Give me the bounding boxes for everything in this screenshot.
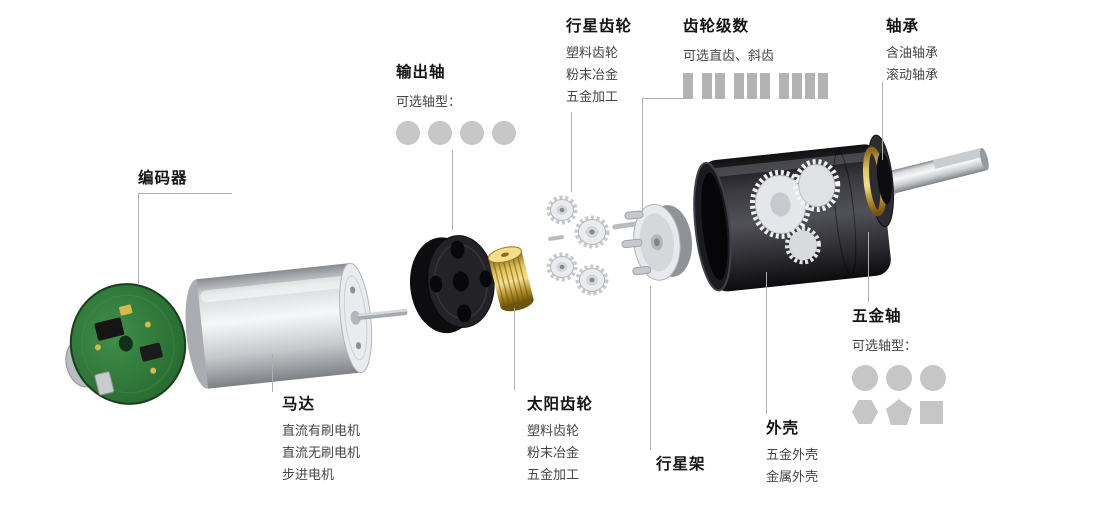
sun-gear-option-2: 粉末冶金 (527, 446, 580, 461)
bearing-title: 轴承 (886, 17, 920, 35)
label-sun-gear: 太阳齿轮 塑料齿轮 粉末冶金 五金加工 (527, 392, 593, 487)
sun-gear-part (487, 246, 534, 312)
shaft-type-circle-icon (886, 365, 912, 391)
planet-carrier-part (621, 203, 693, 281)
leader-bearing-drop (882, 82, 883, 160)
output-shaft-part (885, 147, 989, 196)
gear-stage-4-icon (779, 73, 828, 99)
leader-metal-shaft-rise (868, 232, 869, 302)
planet-gear-option-3: 五金加工 (566, 90, 619, 105)
housing-title: 外壳 (766, 419, 800, 437)
shaft-type-circle-icon (920, 365, 946, 391)
metal-shaft-subtitle: 可选轴型： (852, 339, 918, 354)
gear-stage-2-icon (702, 73, 725, 99)
leader-motor-rise (272, 354, 273, 392)
leader-planet-gear-drop (571, 112, 572, 192)
planet-gear-option-2: 粉末冶金 (566, 68, 619, 83)
output-shaft-subtitle: 可选轴型： (396, 95, 462, 110)
bearing-option-2: 滚动轴承 (886, 68, 939, 83)
planet-gear-4 (575, 264, 609, 296)
gear-stage-icons (683, 73, 828, 99)
label-gear-stages: 齿轮级数 可选直齿、斜齿 (683, 14, 828, 99)
internal-ring-gears (749, 159, 841, 265)
label-encoder: 编码器 (138, 166, 188, 188)
leader-housing-rise (766, 272, 767, 414)
planet-gear-2 (574, 215, 610, 249)
encoder-pcb-part (65, 283, 187, 405)
leader-gear-stages-elbow (642, 98, 686, 99)
planet-gear-title: 行星齿轮 (566, 17, 633, 35)
metal-shaft-type-icons-row2 (852, 399, 946, 425)
sun-gear-option-3: 五金加工 (527, 468, 580, 483)
leader-sun-gear-rise (514, 308, 515, 390)
motor-body-part (185, 262, 408, 389)
motor-option-3: 步进电机 (282, 468, 335, 483)
shaft-type-square-icon (920, 400, 943, 424)
gear-stage-1-icon (683, 73, 693, 99)
housing-option-1: 五金外壳 (766, 448, 819, 463)
leader-encoder-drop (138, 193, 139, 285)
shaft-type-circle-icon (428, 121, 452, 145)
bearing-option-1: 含油轴承 (886, 46, 939, 61)
planet-gear-3 (546, 252, 578, 282)
shaft-type-circle-icon (396, 121, 420, 145)
shaft-type-circle-icon (492, 121, 516, 145)
label-planet-gear: 行星齿轮 塑料齿轮 粉末冶金 五金加工 (566, 14, 632, 109)
shaft-type-hexagon-icon (852, 400, 878, 424)
leader-encoder-underline (138, 193, 232, 194)
sun-gear-title: 太阳齿轮 (527, 395, 594, 413)
gear-axle-pin-1 (548, 235, 564, 241)
planet-gears-part (546, 195, 638, 296)
shaft-type-pentagon-icon (886, 399, 912, 425)
label-metal-shaft: 五金轴 可选轴型： (852, 304, 946, 425)
metal-shaft-title: 五金轴 (852, 307, 902, 325)
encoder-title: 编码器 (138, 169, 188, 187)
label-bearing: 轴承 含油轴承 滚动轴承 (886, 14, 938, 87)
output-shaft-type-icons (396, 121, 516, 145)
shaft-type-circle-icon (460, 121, 484, 145)
label-planet-carrier: 行星架 (656, 452, 706, 474)
gear-stage-3-icon (734, 73, 770, 99)
planet-carrier-title: 行星架 (656, 455, 706, 473)
planet-gear-1 (546, 195, 578, 225)
gear-stages-subtitle: 可选直齿、斜齿 (683, 49, 775, 64)
label-housing: 外壳 五金外壳 金属外壳 (766, 416, 818, 489)
motor-title: 马达 (282, 395, 316, 413)
gear-stages-title: 齿轮级数 (683, 17, 750, 35)
shaft-type-circle-icon (852, 365, 878, 391)
housing-option-2: 金属外壳 (766, 470, 819, 485)
planet-gear-option-1: 塑料齿轮 (566, 46, 619, 61)
motor-option-2: 直流无刷电机 (282, 446, 361, 461)
output-shaft-title: 输出轴 (396, 63, 446, 81)
leader-output-shaft-drop (452, 150, 453, 230)
end-cap-part (409, 235, 495, 334)
metal-shaft-type-icons-row1 (852, 365, 946, 391)
sun-gear-option-1: 塑料齿轮 (527, 424, 580, 439)
label-output-shaft: 输出轴 可选轴型： (396, 60, 516, 145)
leader-gear-stages-drop (642, 98, 643, 216)
label-motor: 马达 直流有刷电机 直流无刷电机 步进电机 (282, 392, 360, 487)
gearbox-housing-part (693, 134, 894, 292)
motor-option-1: 直流有刷电机 (282, 424, 361, 439)
leader-planet-carrier-rise (650, 286, 651, 450)
gear-axle-pin-2 (612, 221, 638, 230)
